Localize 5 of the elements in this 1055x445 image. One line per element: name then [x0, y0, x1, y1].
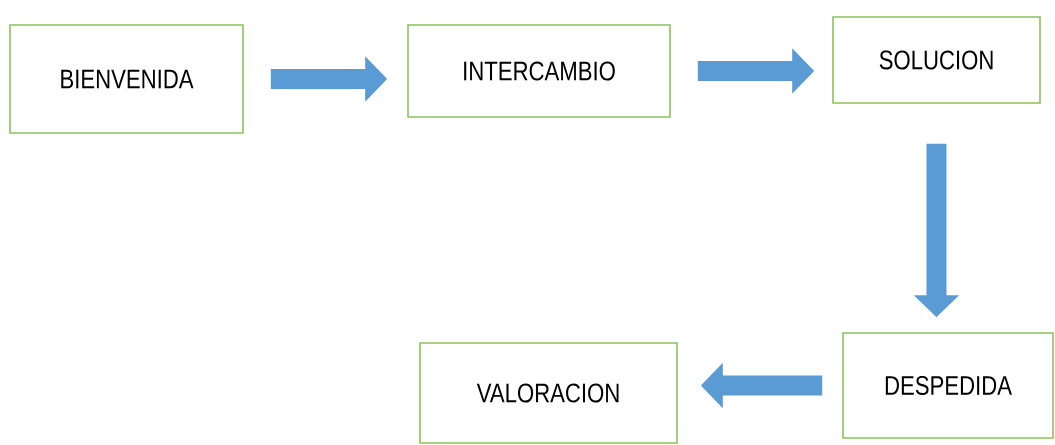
- process-box: SOLUCION: [832, 16, 1041, 104]
- process-box: VALORACION: [419, 342, 678, 444]
- process-box: BIENVENIDA: [9, 24, 244, 134]
- process-box: DESPEDIDA: [842, 332, 1054, 439]
- process-box: INTERCAMBIO: [407, 24, 671, 118]
